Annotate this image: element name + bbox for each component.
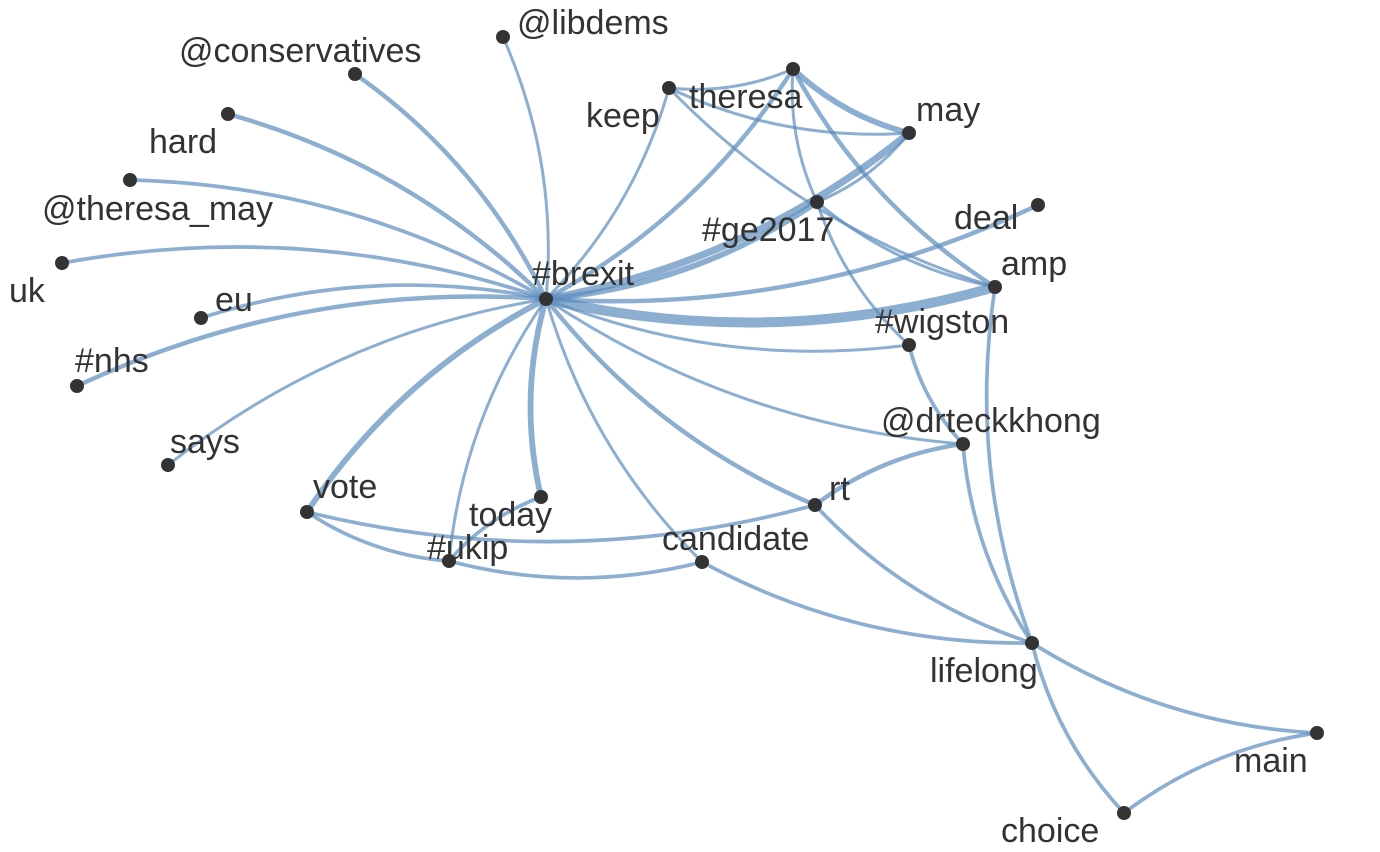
- node-label-ge2017: #ge2017: [702, 211, 834, 249]
- node-label-ukip: #ukip: [427, 529, 508, 567]
- labels-layer: #brexit @libdems @conservatives hard @theres…: [9, 4, 1308, 850]
- edge-theresa-may: [790, 66, 912, 136]
- node-label-conservatives: @conservatives: [179, 32, 421, 70]
- node-candidate[interactable]: [695, 555, 709, 569]
- edge-today-ukip: [447, 495, 543, 563]
- node-conservatives[interactable]: [348, 67, 362, 81]
- edge-lifelong-choice: [1030, 641, 1126, 815]
- node-label-brexit: #brexit: [532, 255, 635, 293]
- node-label-nhs: #nhs: [75, 342, 149, 380]
- node-vote[interactable]: [300, 505, 314, 519]
- node-keep[interactable]: [662, 81, 676, 95]
- edge-amp-lifelong: [984, 285, 1034, 645]
- node-rt[interactable]: [808, 498, 822, 512]
- node-label-vote: vote: [313, 468, 377, 506]
- edge-ukip-candidate: [447, 559, 704, 580]
- node-label-candidate: candidate: [662, 520, 809, 558]
- node-label-theresa_may_handle: @theresa_may: [42, 190, 273, 228]
- edge-ge2017-amp: [815, 200, 997, 289]
- edge-ge2017-wigston: [815, 200, 911, 347]
- node-says[interactable]: [161, 458, 175, 472]
- edge-brexit-hard: [225, 111, 549, 302]
- node-deal[interactable]: [1031, 198, 1045, 212]
- edges-layer: [60, 35, 1319, 815]
- edge-brexit-may: [542, 129, 913, 303]
- node-label-keep: keep: [586, 97, 660, 135]
- edge-brexit-deal: [543, 202, 1041, 304]
- edge-brexit-nhs: [74, 294, 549, 389]
- edge-wigston-drteckkhong: [907, 343, 965, 446]
- node-choice[interactable]: [1117, 806, 1131, 820]
- node-lifelong[interactable]: [1025, 636, 1039, 650]
- node-amp[interactable]: [988, 280, 1002, 294]
- node-label-uk: uk: [9, 272, 46, 310]
- edge-brexit-says: [166, 297, 548, 467]
- edge-vote-ukip: [305, 510, 451, 563]
- edge-brexit-uk: [60, 245, 548, 301]
- edge-brexit-theresa: [543, 66, 796, 302]
- edge-main-choice: [1122, 731, 1319, 815]
- node-label-rt: rt: [829, 470, 850, 508]
- node-libdems[interactable]: [496, 30, 510, 44]
- edge-brexit-eu: [199, 283, 548, 320]
- node-label-says: says: [170, 423, 240, 461]
- node-eu[interactable]: [194, 311, 208, 325]
- edge-brexit-theresa_may_handle: [128, 178, 548, 301]
- node-may[interactable]: [902, 126, 916, 140]
- edge-vote-rt: [305, 503, 817, 544]
- edge-brexit-rt: [543, 296, 818, 508]
- node-uk[interactable]: [55, 256, 69, 270]
- edge-theresa-amp: [790, 66, 998, 290]
- edge-candidate-lifelong: [700, 560, 1034, 645]
- edge-brexit-amp: [541, 282, 1000, 328]
- node-theresa_may_handle[interactable]: [123, 173, 137, 187]
- edge-keep-theresa: [667, 67, 795, 91]
- edge-brexit-drteckkhong: [544, 297, 965, 446]
- node-label-eu: eu: [215, 281, 253, 319]
- node-ge2017[interactable]: [810, 195, 824, 209]
- edge-brexit-vote: [304, 296, 549, 515]
- node-label-lifelong: lifelong: [930, 652, 1038, 690]
- node-drteckkhong[interactable]: [956, 437, 970, 451]
- edge-keep-may: [667, 86, 911, 136]
- node-label-hard: hard: [149, 123, 217, 161]
- node-label-amp: amp: [1001, 245, 1067, 283]
- edge-drteckkhong-rt: [812, 441, 966, 508]
- edge-brexit-wigston: [544, 297, 911, 353]
- edge-brexit-keep: [544, 86, 671, 301]
- nodes-layer: [55, 30, 1324, 820]
- node-nhs[interactable]: [70, 379, 84, 393]
- edge-ge2017-may: [815, 131, 911, 204]
- edge-brexit-today: [527, 296, 549, 500]
- node-label-drteckkhong: @drteckkhong: [881, 402, 1101, 440]
- node-label-today: today: [469, 496, 552, 534]
- edge-theresa-ge2017: [790, 67, 819, 204]
- node-main[interactable]: [1310, 726, 1324, 740]
- node-hard[interactable]: [221, 107, 235, 121]
- node-label-deal: deal: [954, 199, 1018, 237]
- node-label-choice: choice: [1001, 812, 1099, 850]
- edge-brexit-ukip: [447, 297, 548, 563]
- node-label-may: may: [916, 91, 980, 129]
- node-theresa[interactable]: [786, 62, 800, 76]
- node-label-theresa: theresa: [689, 78, 802, 116]
- node-brexit[interactable]: [539, 292, 553, 306]
- edge-lifelong-main: [1030, 641, 1319, 735]
- node-wigston[interactable]: [902, 338, 916, 352]
- node-ukip[interactable]: [442, 554, 456, 568]
- edge-brexit-conservatives: [352, 71, 549, 302]
- node-label-wigston: #wigston: [875, 303, 1009, 341]
- edge-brexit-libdems: [501, 35, 550, 301]
- edge-rt-lifelong: [813, 503, 1034, 645]
- node-label-main: main: [1234, 742, 1308, 780]
- edge-drteckkhong-lifelong: [961, 442, 1034, 645]
- node-label-libdems: @libdems: [517, 4, 669, 42]
- node-today[interactable]: [534, 490, 548, 504]
